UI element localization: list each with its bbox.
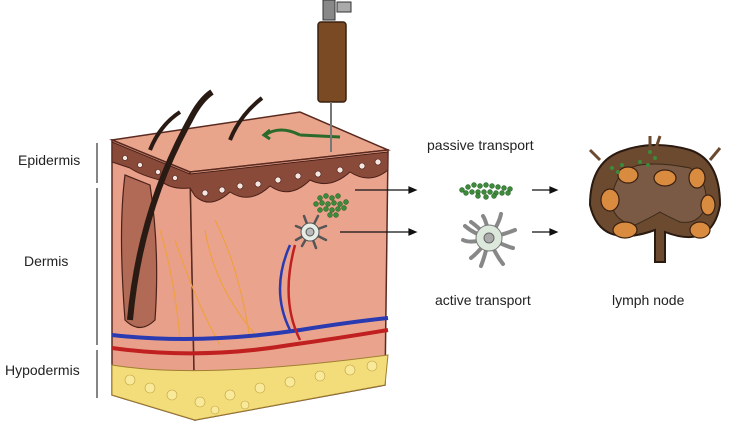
label-active-transport: active transport — [435, 292, 531, 308]
lymph-node-antigen — [610, 150, 657, 174]
skin-block — [109, 89, 391, 422]
dendritic-cell-skin — [294, 214, 328, 250]
antigen-depot — [313, 193, 349, 218]
label-passive-transport: passive transport — [427, 137, 534, 153]
syringe — [317, 0, 352, 152]
hair — [127, 89, 214, 321]
dendritic-cell — [461, 212, 517, 268]
lymph-node — [588, 135, 722, 263]
label-lymph-node: lymph node — [612, 292, 685, 308]
rotation-arrow-icon — [261, 128, 341, 141]
label-hypodermis: Hypodermis — [5, 362, 80, 378]
antigen-cluster — [459, 182, 513, 200]
transport-arrows — [340, 186, 559, 236]
label-dermis: Dermis — [24, 253, 68, 269]
label-epidermis: Epidermis — [18, 152, 80, 168]
